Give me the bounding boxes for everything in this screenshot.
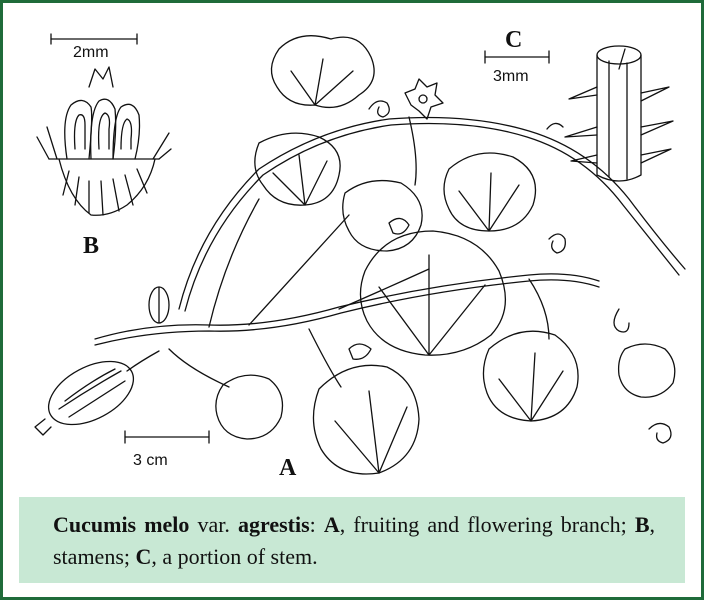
caption-text-b: , stamens; [53,512,656,569]
panel-c-stem [484,45,674,182]
caption-variety: agrestis [237,512,310,537]
panel-label-a: A [279,455,297,481]
caption-text-c: , a portion of stem. [151,544,318,569]
caption-label-a: A [323,512,340,537]
panel-b-stamens [36,33,172,216]
caption-separator: : [309,512,324,537]
caption-rank: var. [197,512,230,537]
scale-bar-label-a: 3 cm [133,452,168,469]
scale-bar-label-c: 3mm [493,68,529,85]
caption-species: Cucumis melo [53,512,190,537]
botanical-illustration: B 2mm C 3mm [34,27,686,481]
figure-caption: Cucumis melo var. agrestis: A, fruiting … [19,497,685,583]
panel-label-c: C [505,27,522,53]
panel-label-b: B [83,233,99,259]
caption-label-c: C [135,544,152,569]
panel-a-branch [34,35,686,475]
caption-text-a: , fruiting and flowering branch; [339,512,635,537]
scale-bar-label-b: 2mm [73,44,109,61]
caption-label-b: B [634,512,650,537]
